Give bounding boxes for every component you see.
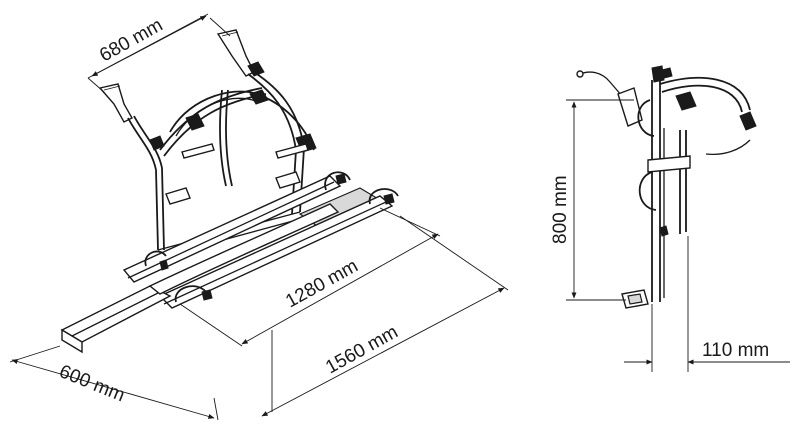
mounting-bracket-left bbox=[98, 83, 133, 123]
wheel-hoops bbox=[144, 171, 399, 303]
label-outer-rail: 1560 mm bbox=[322, 322, 401, 379]
dimension-height: 800 mm bbox=[550, 99, 634, 301]
mounting-bracket-right bbox=[216, 29, 255, 77]
side-view-rack bbox=[576, 65, 757, 309]
isometric-rack-view bbox=[60, 29, 399, 354]
dimension-top-width: 680 mm bbox=[87, 13, 231, 93]
label-height: 800 mm bbox=[550, 175, 571, 244]
label-top-width: 680 mm bbox=[96, 15, 166, 67]
frame-clamps bbox=[149, 61, 317, 205]
dimension-depth: 600 mm bbox=[9, 345, 219, 421]
label-depth: 600 mm bbox=[56, 361, 128, 406]
label-offset: 110 mm bbox=[702, 340, 769, 361]
rack-frame bbox=[127, 71, 315, 257]
dimension-offset: 110 mm bbox=[624, 236, 790, 372]
